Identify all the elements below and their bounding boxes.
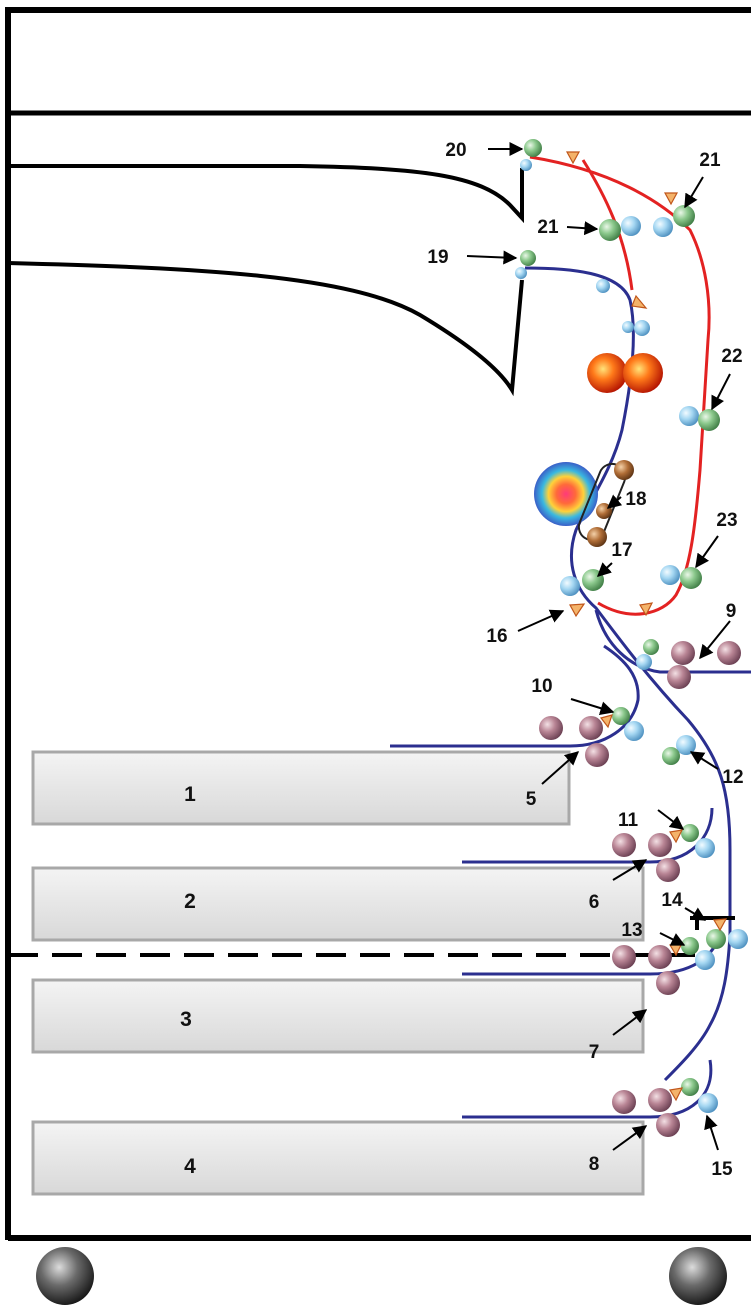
callout-arrows [466,142,731,1151]
printer-frame [5,7,751,1241]
fuser-unit [587,353,663,393]
callout-15: 15 [711,1159,733,1180]
callout-18: 18 [625,489,646,510]
callout-numbers: 20 21 21 19 22 18 23 17 16 9 10 5 12 11 … [427,140,743,1180]
tray-1[interactable]: 1 [31,750,571,826]
tray-2[interactable]: 2 [31,866,645,942]
callout-21-right: 21 [699,150,721,171]
callout-14: 14 [661,890,683,911]
tray-3[interactable]: 3 [31,978,645,1054]
photoconductor-drum [534,462,598,526]
tray-4[interactable]: 4 [31,1120,645,1196]
paper-sensors [565,151,728,1102]
tray-1-rollers [539,707,644,767]
paper-trays: 1 2 3 4 [31,750,645,1196]
tray-1-label: 1 [184,783,196,806]
callout-20: 20 [445,140,466,161]
callout-8: 8 [589,1154,600,1175]
exit-rollers [515,139,650,336]
callout-11: 11 [618,810,639,831]
callout-5: 5 [526,789,537,810]
transport-rollers-12 [662,735,696,765]
output-tray [7,164,524,397]
callout-17: 17 [611,540,632,561]
duplex-path [529,155,711,616]
tray-2-rollers [612,824,715,882]
callout-19: 19 [427,247,448,268]
tray-4-rollers [612,1078,718,1137]
tray-3-rollers [612,937,715,995]
callout-16: 16 [486,626,507,647]
tray-4-label: 4 [184,1155,196,1178]
callout-22: 22 [721,346,742,367]
callout-12: 12 [722,767,743,788]
casters [36,1247,727,1305]
callout-6: 6 [589,892,600,913]
feed-rollers-9 [636,639,741,689]
tray-2-label: 2 [184,890,196,913]
tray-3-label: 3 [180,1008,192,1031]
duplex-rollers [599,205,720,589]
callout-13: 13 [621,920,642,941]
callout-10: 10 [531,676,552,697]
callout-9: 9 [726,601,737,622]
registration-rollers [560,569,604,596]
callout-21-left: 21 [537,217,559,238]
caster-right [669,1247,727,1305]
caster-left [36,1247,94,1305]
callout-23: 23 [716,510,737,531]
callout-7: 7 [589,1042,600,1063]
